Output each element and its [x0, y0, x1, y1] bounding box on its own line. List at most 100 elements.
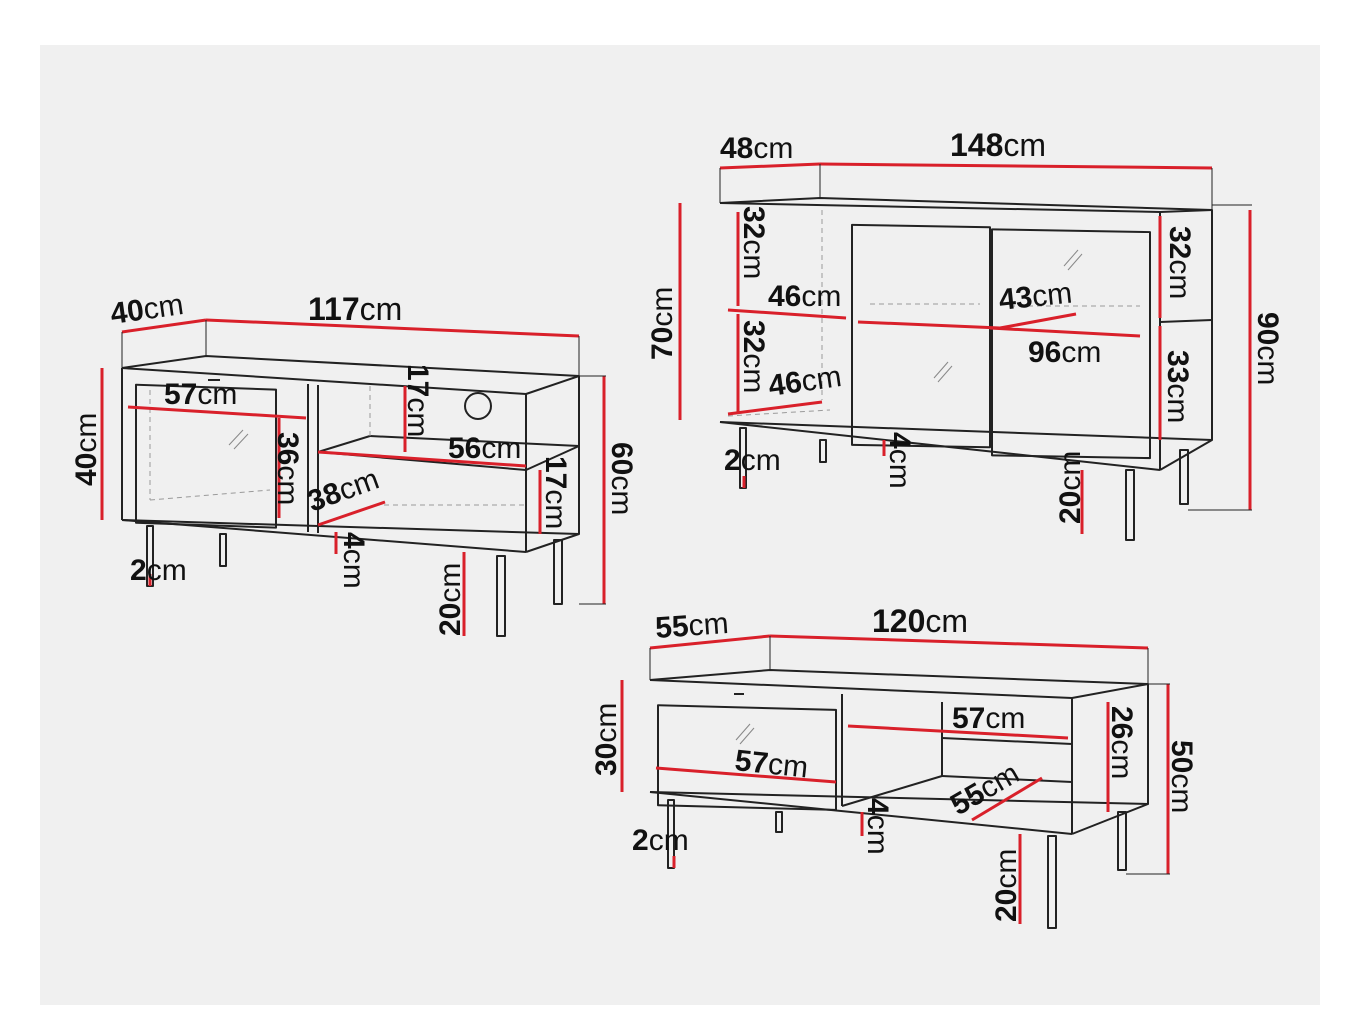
dimension-value: 2	[632, 824, 649, 857]
dimension-value: 148	[950, 127, 1003, 163]
sideboard-width-label: 148cm	[950, 127, 1046, 163]
dimension-unit: cm	[883, 449, 916, 489]
sideboard-glass-marks	[933, 249, 1083, 383]
coffee-table-side-height-label: 30cm	[590, 703, 623, 776]
dimension-unit: cm	[801, 280, 841, 313]
dimension-unit: cm	[1061, 336, 1101, 369]
dimension-unit: cm	[197, 378, 237, 411]
dimension-value: 43	[997, 281, 1034, 317]
tv-cabinet-leg-width-label: 2cm	[130, 554, 187, 587]
tv-cabinet-legs	[146, 525, 563, 637]
sideboard-leg-width-label: 2cm	[724, 444, 781, 477]
sideboard-hidden-lines	[727, 210, 1140, 417]
tv-cabinet-depth-label: 40cm	[108, 288, 185, 331]
dimension-unit: cm	[990, 849, 1023, 889]
sideboard-depth-label: 48cm	[720, 132, 793, 165]
dimension-unit: cm	[70, 413, 103, 453]
sideboard-left-upper-height-label: 32cm	[737, 206, 770, 279]
tv-cabinet-width-label: 117cm	[308, 291, 402, 327]
dimension-value: 48	[720, 132, 753, 165]
coffee-table-legs	[667, 799, 1127, 929]
dimension-unit: cm	[605, 475, 638, 515]
dimension-unit: cm	[147, 554, 187, 587]
tv-cabinet-extension-lines	[121, 320, 606, 605]
dimension-value: 2	[724, 444, 741, 477]
sideboard-middle-shelf-label: 43cm	[997, 276, 1073, 316]
dimension-unit: cm	[360, 291, 403, 327]
dimension-unit: cm	[590, 703, 623, 743]
sideboard-body-height-label: 70cm	[646, 287, 679, 360]
sideboard-left-lower-height-label: 32cm	[737, 320, 770, 393]
dimension-unit: cm	[1161, 383, 1194, 423]
dimension-value: 46	[766, 366, 804, 403]
background-panel	[40, 45, 1320, 1005]
dimension-value: 32	[1163, 226, 1196, 259]
coffee-table-drawer-width-label: 57cm	[733, 744, 809, 784]
dimension-unit: cm	[741, 444, 781, 477]
tv-cabinet-side-height-label: 40cm	[70, 413, 103, 486]
coffee-table-leg-height-label: 20cm	[990, 849, 1023, 922]
dimension-unit: cm	[737, 239, 770, 279]
dimension-unit: cm	[539, 489, 572, 529]
dimension-value: 32	[737, 206, 770, 239]
dimension-unit: cm	[649, 824, 689, 857]
dimension-value: 117	[308, 291, 360, 327]
sideboard-legs	[739, 427, 1189, 541]
dimension-value: 60	[605, 442, 638, 475]
dimension-unit: cm	[481, 432, 521, 465]
dimension-unit: cm	[925, 603, 968, 639]
tv-cabinet-leg-height-label: 20cm	[434, 563, 467, 636]
dimension-value: 2	[130, 554, 147, 587]
coffee-table-depth-label: 55cm	[654, 607, 729, 645]
dimension-value: 57	[164, 378, 197, 411]
dimension-unit: cm	[1251, 345, 1284, 385]
sideboard-left-lower-shelf-label: 46cm	[766, 360, 843, 403]
dimension-unit: cm	[1054, 451, 1087, 491]
sideboard-right-lower-height-label: 33cm	[1161, 350, 1194, 423]
sideboard-dimension-lines	[678, 162, 1252, 534]
dimension-unit: cm	[1163, 259, 1196, 299]
dimension-unit: cm	[271, 465, 304, 505]
dimension-value: 40	[108, 294, 146, 331]
tv-cabinet-dimension-lines	[100, 318, 606, 636]
dimension-value: 20	[434, 603, 467, 636]
dimension-value: 50	[1165, 740, 1198, 773]
dimension-unit: cm	[985, 702, 1025, 735]
coffee-table-glass-marks	[735, 723, 755, 745]
dimension-unit: cm	[141, 288, 185, 326]
tv-cabinet-glass-marks	[228, 429, 249, 450]
dimension-unit: cm	[687, 607, 729, 643]
tv-cabinet-lower-opening-label: 17cm	[539, 456, 572, 529]
dimension-unit: cm	[1105, 739, 1138, 779]
coffee-table-leg-width-label: 2cm	[632, 824, 689, 857]
sideboard-left-upper-shelf-label: 46cm	[768, 280, 841, 313]
tv-cabinet-door-height-label: 36cm	[271, 432, 304, 505]
coffee-table-inner-height-label: 26cm	[1105, 706, 1138, 779]
tv-cabinet-total-height-label: 60cm	[605, 442, 638, 515]
dimension-unit: cm	[861, 815, 894, 855]
dimension-value: 4	[883, 432, 916, 449]
dimension-value: 90	[1251, 312, 1284, 345]
coffee-table-dimension-lines	[620, 634, 1170, 924]
dimension-value: 20	[1054, 491, 1087, 524]
coffee-table-extension-lines	[649, 636, 1170, 875]
sideboard-right-upper-height-label: 32cm	[1163, 226, 1196, 299]
dimension-unit: cm	[737, 353, 770, 393]
dimension-value: 4	[337, 532, 370, 549]
coffee-table	[620, 634, 1170, 929]
coffee-table-top-shelf-width-label: 57cm	[952, 702, 1025, 735]
dimension-unit: cm	[1165, 773, 1198, 813]
sideboard-right-shelf-label: 96cm	[1028, 336, 1101, 369]
tv-cabinet-base-height-label: 4cm	[337, 532, 370, 589]
tv-cabinet	[100, 318, 606, 637]
dimension-value: 26	[1105, 706, 1138, 739]
sideboard-leg-height-label: 20cm	[1054, 451, 1087, 524]
tv-cabinet-shelf-width-label: 56cm	[448, 432, 521, 465]
dimension-unit: cm	[434, 563, 467, 603]
dimension-value: 30	[590, 743, 623, 776]
dimension-unit: cm	[1030, 276, 1073, 313]
coffee-table-total-height-label: 50cm	[1165, 740, 1198, 813]
dimension-value: 36	[271, 432, 304, 465]
